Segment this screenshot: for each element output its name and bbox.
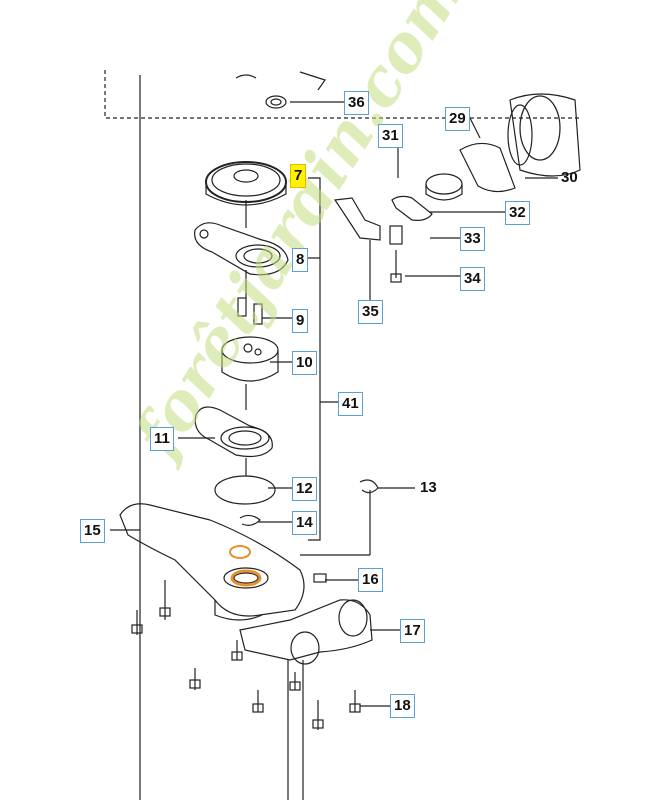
callout-18[interactable]: 18 xyxy=(390,694,415,718)
callout-32[interactable]: 32 xyxy=(505,201,530,225)
callout-12[interactable]: 12 xyxy=(292,477,317,501)
callout-8[interactable]: 8 xyxy=(292,248,309,272)
callout-30[interactable]: 30 xyxy=(561,169,578,186)
callout-13[interactable]: 13 xyxy=(420,479,437,496)
callout-10[interactable]: 10 xyxy=(292,351,317,375)
pin-part xyxy=(253,303,263,325)
callout-7[interactable]: 7 xyxy=(290,164,307,188)
callout-9[interactable]: 9 xyxy=(292,309,309,333)
bearing-housing-part xyxy=(239,599,373,665)
callout-14[interactable]: 14 xyxy=(292,511,317,535)
dashed-subassembly-box xyxy=(104,70,580,119)
housing-part xyxy=(119,503,305,621)
callout-34[interactable]: 34 xyxy=(460,267,485,291)
callout-36[interactable]: 36 xyxy=(344,91,369,115)
bolt-part xyxy=(131,580,361,730)
callout-35[interactable]: 35 xyxy=(358,300,383,324)
callout-29[interactable]: 29 xyxy=(445,107,470,131)
gear-part xyxy=(205,161,287,206)
disc-part xyxy=(214,475,276,505)
pin-part xyxy=(237,297,247,317)
callout-33[interactable]: 33 xyxy=(460,227,485,251)
bearing-part xyxy=(265,95,287,109)
arm-lower-part xyxy=(194,406,273,458)
callout-15[interactable]: 15 xyxy=(80,519,105,543)
arm-part xyxy=(194,222,289,276)
clip-part xyxy=(239,514,261,526)
group-bracket-41 xyxy=(308,177,321,541)
callout-17[interactable]: 17 xyxy=(400,619,425,643)
nut-part xyxy=(313,573,327,583)
callout-11[interactable]: 11 xyxy=(150,427,174,451)
callout-31[interactable]: 31 xyxy=(378,124,403,148)
callout-16[interactable]: 16 xyxy=(358,568,383,592)
cam-part xyxy=(221,336,279,382)
highlight-ring xyxy=(230,569,262,587)
circlip-part xyxy=(359,479,379,494)
clamp-assembly xyxy=(333,93,581,283)
callout-41[interactable]: 41 xyxy=(338,392,363,416)
